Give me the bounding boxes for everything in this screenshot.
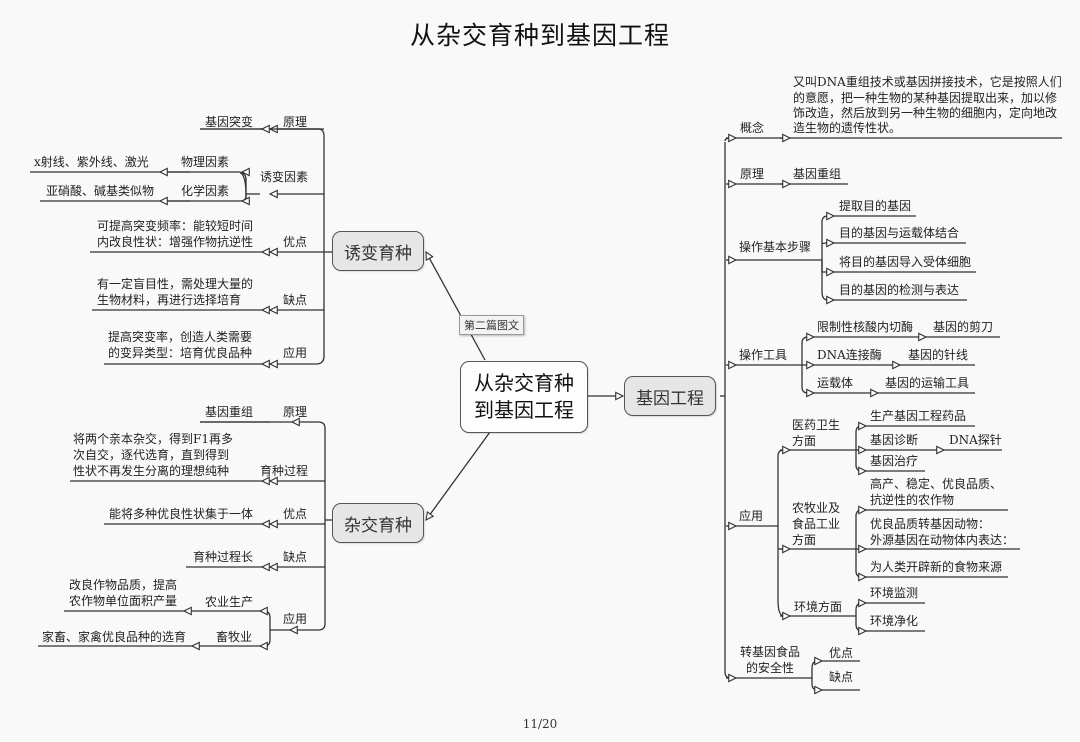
mutation-factors-label: 诱变因素 [260,170,309,184]
medical-item-2: 基因诊断 [870,433,919,447]
medical-label-line2: 方面 [792,434,817,448]
ge-tool-2-name: DNA连接酶 [817,348,882,362]
ge-step-3: 将目的基因导入受体细胞 [839,255,972,269]
agri-food-label-line1: 农牧业及 [792,501,841,515]
physical-factor-value: x射线、紫外线、激光 [34,155,149,169]
hybrid-advantages-label: 优点 [283,507,308,521]
ge-tool-1-role: 基因的剪刀 [933,320,994,334]
ge-tool-3-name: 运载体 [817,376,854,390]
agriculture-line1: 改良作物品质，提高 [69,578,178,592]
ge-concept-label: 概念 [740,121,765,135]
safety-label-line2: 的安全性 [746,661,795,675]
mutation-principle-value: 基因突变 [205,115,254,129]
agri-food-label-line2: 食品工业 [792,517,841,531]
agri-food-item1-line1: 高产、稳定、优良品质、 [870,477,1003,491]
ge-principle-value: 基因重组 [793,167,842,181]
hybrid-process-line3: 性状不再发生分离的理想纯种 [73,464,230,478]
agriculture-line2: 农作物单位面积产量 [69,594,178,608]
hybrid-advantages-value: 能将多种优良性状集于一体 [109,507,254,521]
mutation-disadvantages-line2: 生物材料，再进行选择培育 [97,293,242,307]
ge-concept-line2: 的意愿，把一种生物的某种基因提取出来，加以修 [793,91,1058,105]
environment-label: 环境方面 [794,600,843,614]
ge-steps-label: 操作基本步骤 [739,240,812,254]
environment-item-1: 环境监测 [870,586,919,600]
ge-concept-line4: 造生物的遗传性状。 [793,121,902,135]
agri-food-item3: 为人类开辟新的食物来源 [870,560,1003,574]
central-topic-line2: 到基因工程 [474,398,574,422]
husbandry-value: 家畜、家禽优良品种的选育 [42,630,187,644]
hybrid-application-label: 应用 [283,612,308,626]
ge-step-2: 目的基因与运载体结合 [839,226,960,240]
ge-tool-1-name: 限制性核酸内切酶 [817,320,914,334]
central-topic-node[interactable]: 从杂交育种 到基因工程 [460,361,588,433]
environment-item-2: 环境净化 [870,614,919,628]
medical-item-3: 基因治疗 [870,454,919,468]
mutation-application-line1: 提高突变率，创造人类需要 [108,330,253,344]
safety-disadvantages: 缺点 [829,670,854,684]
chemical-factor-label: 化学因素 [181,184,230,198]
physical-factor-label: 物理因素 [181,155,230,169]
mutation-advantages-line2: 内改良性状：增强作物抗逆性 [97,235,254,249]
hybrid-breeding-node[interactable]: 杂交育种 [332,503,424,543]
genetic-engineering-node[interactable]: 基因工程 [624,376,716,416]
hybrid-disadvantages-value: 育种过程长 [193,550,254,564]
dna-probe: DNA探针 [949,433,1002,447]
ge-step-4: 目的基因的检测与表达 [839,283,960,297]
agri-food-item1-line2: 抗逆性的农作物 [870,493,955,507]
agri-food-item2-line1: 优良品质转基因动物： [870,517,991,531]
ge-step-1: 提取目的基因 [839,199,912,213]
callout-label[interactable]: 第二篇图文 [459,315,524,335]
mutation-advantages-label: 优点 [283,235,308,249]
agri-food-item2-line2: 外源基因在动物体内表达： [870,533,1015,547]
ge-tools-label: 操作工具 [739,348,788,362]
mutation-disadvantages-label: 缺点 [283,293,308,307]
mutation-principle-label: 原理 [283,115,308,129]
page-title: 从杂交育种到基因工程 [409,21,670,50]
ge-tool-3-role: 基因的运输工具 [885,376,970,390]
mutation-disadvantages-line1: 有一定盲目性，需处理大量的 [97,277,254,291]
agri-food-label-line3: 方面 [792,533,817,547]
safety-advantages: 优点 [829,646,854,660]
ge-principle-label: 原理 [740,167,765,181]
hybrid-process-line1: 将两个亲本杂交，得到F1再多 [73,432,233,446]
chemical-factor-value: 亚硝酸、碱基类似物 [46,184,155,198]
agriculture-label: 农业生产 [205,595,254,609]
ge-concept-line1: 又叫DNA重组技术或基因拼接技术，它是按照人们 [793,75,1062,89]
medical-label-line1: 医药卫生 [792,418,841,432]
hybrid-process-label: 育种过程 [260,464,309,478]
mutation-breeding-node[interactable]: 诱变育种 [332,231,424,271]
hybrid-principle-label: 原理 [283,405,308,419]
ge-application-label: 应用 [739,509,764,523]
ge-tool-2-role: 基因的针线 [908,348,969,362]
hybrid-process-line2: 次自交，逐代选育，直到得到 [73,448,230,462]
mutation-application-label: 应用 [283,346,308,360]
mutation-advantages-line1: 可提高突变频率：能较短时间 [97,219,254,233]
ge-concept-line3: 饰改造，然后放到另一种生物的细胞内，定向地改 [793,106,1058,120]
safety-label-line1: 转基因食品 [740,645,801,659]
husbandry-label: 畜牧业 [216,630,253,644]
medical-item-1: 生产基因工程药品 [870,409,967,423]
hybrid-principle-value: 基因重组 [205,405,254,419]
page-indicator: 11/20 [522,717,558,731]
central-topic-line1: 从杂交育种 [474,371,574,395]
mutation-application-line2: 的变异类型：培育优良品种 [108,346,253,360]
hybrid-disadvantages-label: 缺点 [283,550,308,564]
